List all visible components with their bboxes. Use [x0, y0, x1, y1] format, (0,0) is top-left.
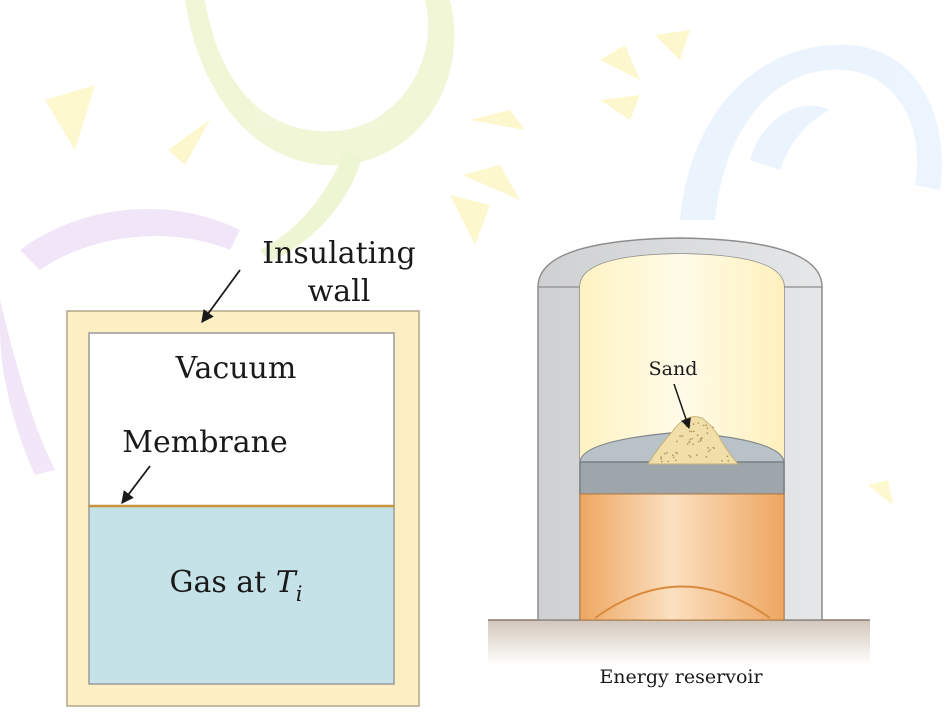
free-expansion-container: Insulating wall Vacuum Membrane Gas at T… — [66, 236, 420, 707]
energy-reservoir-label: Energy reservoir — [599, 666, 763, 688]
gas-curve — [594, 585, 771, 619]
gas-label: Gas at Ti — [170, 565, 303, 606]
sand-pile — [647, 416, 740, 465]
sand-label: Sand — [649, 358, 698, 380]
membrane-arrow — [121, 465, 151, 505]
insulating-wall-arrow — [201, 269, 241, 324]
insulating-wall-label-line1: Insulating — [262, 236, 416, 271]
green-swirl-decoration — [260, 150, 362, 262]
vacuum-region — [88, 332, 395, 507]
energy-reservoir — [488, 620, 870, 665]
yellow-triangle-decoration — [462, 165, 520, 200]
yellow-triangle-decoration — [168, 120, 210, 165]
yellow-triangle-decoration — [600, 95, 640, 120]
vacuum-label: Vacuum — [175, 351, 297, 386]
blue-swirl-decoration — [680, 44, 942, 220]
blue-swirl-decoration — [750, 105, 830, 170]
yellow-triangle-decoration — [470, 110, 525, 130]
cylinder-interior — [580, 254, 784, 462]
membrane-label: Membrane — [122, 425, 287, 460]
yellow-triangle-decoration — [868, 480, 893, 505]
sand-arrow — [673, 383, 691, 429]
cylinder-gas — [579, 493, 785, 621]
yellow-triangle-decoration — [450, 195, 490, 245]
gas-temperature-subscript: i — [296, 582, 303, 606]
piston-cylinder-apparatus: Sand Energy reservoir — [488, 237, 870, 688]
yellow-triangle-decoration — [600, 45, 640, 80]
gas-label-text: Gas at — [170, 565, 276, 600]
purple-swirl-decoration — [20, 208, 240, 270]
yellow-triangle-decoration — [45, 85, 95, 150]
purple-swirl-decoration — [0, 300, 55, 475]
yellow-triangle-decoration — [655, 30, 690, 60]
insulating-wall-label-line2: wall — [308, 274, 371, 309]
piston — [579, 461, 785, 495]
green-swirl-decoration — [185, 0, 455, 166]
gas-temperature-symbol: T — [276, 565, 298, 600]
